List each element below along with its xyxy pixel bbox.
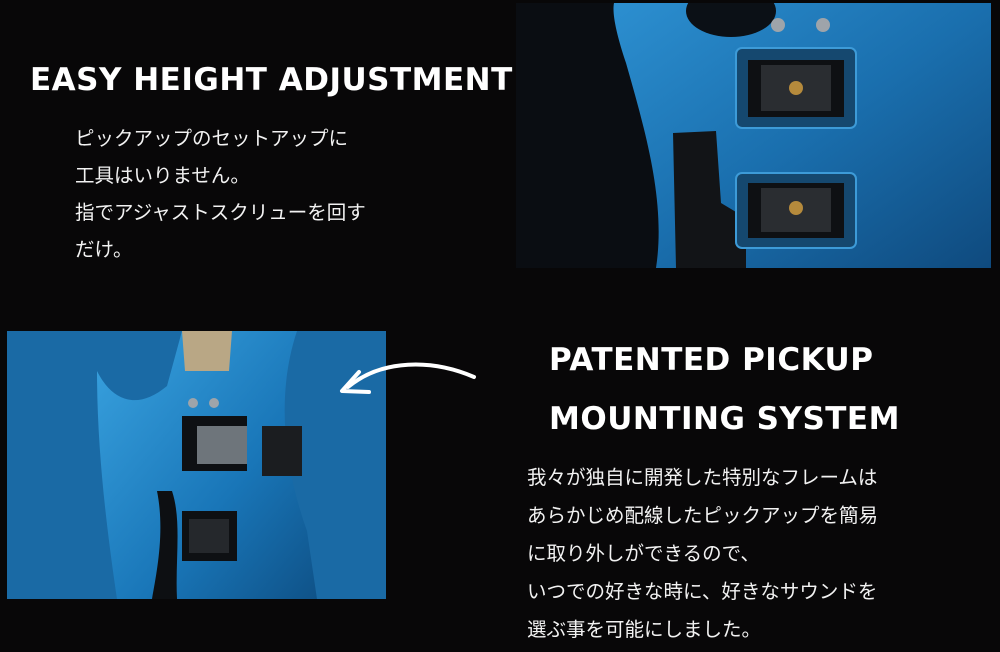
section2-line: に取り外しができるので、	[527, 542, 760, 565]
section2-title-line2: MOUNTING SYSTEM	[549, 401, 900, 437]
section2-title-line1: PATENTED PICKUP	[549, 342, 874, 378]
pickup-height-photo	[516, 3, 991, 268]
section2-line: 選ぶ事を可能にしました。	[527, 618, 762, 641]
section2-line: あらかじめ配線したピックアップを簡易	[527, 504, 879, 527]
curved-arrow-left-icon	[340, 362, 476, 394]
section1-description: ピックアップのセットアップに 工具はいりません。 指でアジャストスクリューを回す…	[75, 120, 366, 268]
section1-title: EASY HEIGHT ADJUSTMENT	[30, 62, 513, 98]
section2-description: 我々が独自に開発した特別なフレームは あらかじめ配線したピックアップを簡易 に取…	[527, 459, 878, 649]
section1-line: だけ。	[75, 238, 133, 261]
section2-line: いつでの好きな時に、好きなサウンドを	[527, 580, 878, 603]
section2-line: 我々が独自に開発した特別なフレームは	[527, 466, 878, 489]
section1-line: 指でアジャストスクリューを回す	[75, 201, 366, 224]
pickup-mounting-photo	[7, 331, 386, 599]
section1-line: ピックアップのセットアップに	[75, 127, 349, 150]
section1-line: 工具はいりません。	[75, 164, 250, 187]
